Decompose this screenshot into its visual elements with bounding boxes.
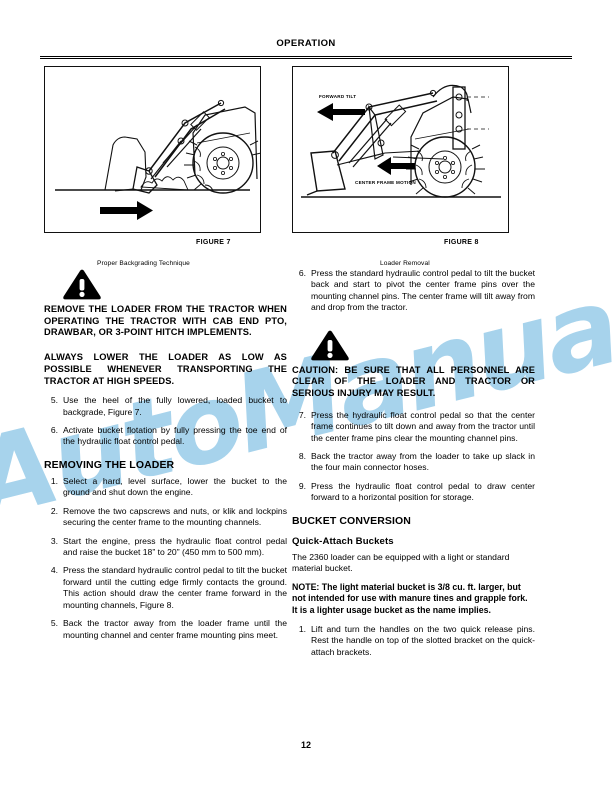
page-header: OPERATION bbox=[0, 38, 612, 49]
left-column: REMOVE THE LOADER FROM THE TRACTOR WHEN … bbox=[44, 268, 287, 648]
step-text: Back the tractor away from the loader to… bbox=[311, 451, 535, 473]
step-number: 2. bbox=[50, 505, 58, 516]
right-steps-after-note: 1. Lift and turn the handles on the two … bbox=[292, 624, 535, 658]
list-item: 3. Start the engine, press the hydraulic… bbox=[44, 536, 287, 559]
step-number: 4. bbox=[50, 565, 58, 576]
figure-row: FORWARD TILT CENTER FRAME MOTION bbox=[0, 66, 612, 246]
header-divider bbox=[40, 56, 572, 59]
list-item: 5. Back the tractor away from the loader… bbox=[44, 618, 287, 641]
list-item: 5. Use the heel of the fully lowered, lo… bbox=[44, 395, 287, 418]
caution-block: CAUTION: BE SURE THAT ALL PERSONNEL ARE … bbox=[292, 329, 535, 400]
step-number: 1. bbox=[298, 623, 306, 634]
step-text: Activate bucket flotation by fully press… bbox=[63, 425, 287, 447]
step-text: Press the hydraulic float control pedal … bbox=[311, 409, 535, 443]
figure-8-label-forward-tilt: FORWARD TILT bbox=[319, 94, 356, 99]
figure-8-label-center-frame-motion: CENTER FRAME MOTION bbox=[355, 180, 416, 185]
page-number: 12 bbox=[300, 740, 311, 750]
caution-triangle-icon bbox=[311, 330, 349, 361]
list-item: 1. Lift and turn the handles on the two … bbox=[292, 624, 535, 658]
figure-7-caption: FIGURE 7 bbox=[196, 239, 231, 246]
list-item: 8. Back the tractor away from the loader… bbox=[292, 451, 535, 474]
figure-7-box bbox=[44, 66, 261, 233]
list-item: 6. Press the standard hydraulic control … bbox=[292, 268, 535, 314]
step-text: Use the heel of the fully lowered, loade… bbox=[63, 395, 287, 417]
figure-8-box: FORWARD TILT CENTER FRAME MOTION bbox=[292, 66, 509, 233]
bucket-conversion-paragraph: The 2360 loader can be equipped with a l… bbox=[292, 551, 510, 574]
list-item: 6. Activate bucket flotation by fully pr… bbox=[44, 425, 287, 448]
right-column: 6. Press the standard hydraulic control … bbox=[292, 268, 535, 665]
step-number: 6. bbox=[50, 425, 58, 436]
step-text: Press the hydraulic float control pedal … bbox=[311, 480, 535, 503]
step-text: Back the tractor away from the loader fr… bbox=[63, 618, 287, 640]
list-item: 7. Press the hydraulic float control ped… bbox=[292, 410, 535, 444]
caution-text: CAUTION: BE SURE THAT ALL PERSONNEL ARE … bbox=[292, 364, 535, 399]
warning-triangle-icon bbox=[63, 269, 101, 300]
list-item: 4. Press the standard hydraulic control … bbox=[44, 565, 287, 611]
header-title: OPERATION bbox=[276, 38, 336, 49]
figure-8-subcaption: Loader Removal bbox=[380, 260, 430, 267]
warning-text-1: REMOVE THE LOADER FROM THE TRACTOR WHEN … bbox=[44, 304, 287, 338]
list-item: 1. Select a hard, level surface, lower t… bbox=[44, 476, 287, 499]
step-number: 5. bbox=[50, 395, 58, 406]
section-heading-bucket-conversion: BUCKET CONVERSION bbox=[292, 514, 411, 527]
left-steps: 1. Select a hard, level surface, lower t… bbox=[44, 476, 287, 641]
step-number: 3. bbox=[50, 535, 58, 546]
figure-8-caption: FIGURE 8 bbox=[444, 239, 479, 246]
step-text: Start the engine, press the hydraulic fl… bbox=[63, 535, 287, 558]
list-item: 2. Remove the two capscrews and nuts, or… bbox=[44, 506, 287, 529]
figure-7-illustration bbox=[55, 99, 260, 220]
step-text: Lift and turn the handles on the two qui… bbox=[311, 623, 535, 657]
step-text: Remove the two capscrews and nuts, or kl… bbox=[63, 505, 287, 528]
section-heading-removing-the-loader: REMOVING THE LOADER bbox=[44, 458, 175, 471]
warning-block-1: REMOVE THE LOADER FROM THE TRACTOR WHEN … bbox=[44, 268, 287, 339]
step-number: 7. bbox=[298, 409, 306, 420]
step-number: 6. bbox=[298, 268, 306, 278]
step-number: 1. bbox=[50, 475, 58, 486]
right-steps: 7. Press the hydraulic float control ped… bbox=[292, 410, 535, 504]
right-steps-top: 6. Press the standard hydraulic control … bbox=[292, 268, 535, 314]
step-text: Press the standard hydraulic control ped… bbox=[311, 268, 535, 313]
step-number: 8. bbox=[298, 451, 306, 462]
step-text: Press the standard hydraulic control ped… bbox=[63, 565, 287, 610]
note-text: NOTE: The light material bucket is 3/8 c… bbox=[292, 581, 528, 615]
figure-7-subcaption: Proper Backgrading Technique bbox=[97, 260, 190, 267]
step-number: 5. bbox=[50, 618, 58, 629]
left-steps-top: 5. Use the heel of the fully lowered, lo… bbox=[44, 395, 287, 448]
list-item: 9. Press the hydraulic float control ped… bbox=[292, 481, 535, 504]
sub-heading-quick-attach-buckets: Quick-Attach Buckets bbox=[292, 535, 394, 547]
warning-text-2: ALWAYS LOWER THE LOADER AS LOW AS POSSIB… bbox=[44, 352, 287, 386]
step-number: 9. bbox=[298, 480, 306, 491]
step-text: Select a hard, level surface, lower the … bbox=[63, 475, 287, 498]
figure-8-illustration: FORWARD TILT CENTER FRAME MOTION bbox=[301, 84, 501, 198]
